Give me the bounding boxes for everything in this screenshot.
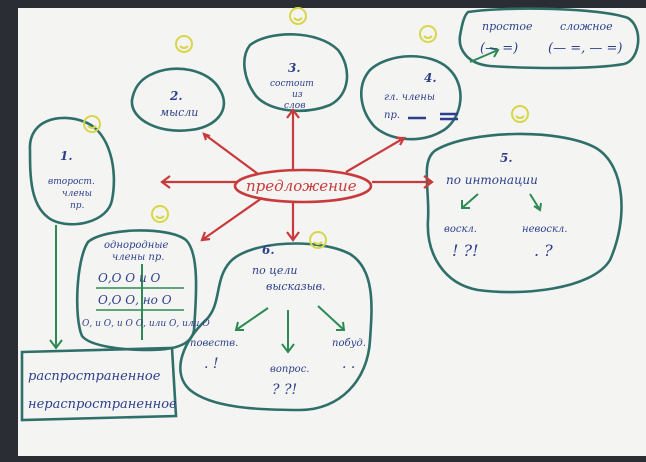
arrow-to-node-2	[202, 132, 259, 175]
node-6-branch-2: вопрос.	[270, 364, 309, 375]
types-mark-2: (— =, — =)	[548, 41, 622, 56]
arrow-n6-left	[234, 307, 269, 331]
smiley-icon	[511, 105, 529, 123]
smiley-icon	[289, 7, 307, 25]
node-5-number: 5.	[500, 151, 513, 165]
homo-row-2: О,О О, но О	[98, 293, 172, 307]
smiley-icon	[83, 115, 101, 133]
types-item-1: простое	[482, 20, 533, 33]
arrow-to-homo	[200, 197, 263, 242]
arrow-to-node-4	[345, 136, 406, 173]
node-1-line-3: пр.	[70, 201, 85, 211]
node-6-mark-1: . !	[204, 356, 219, 372]
center-label: предложение	[246, 177, 357, 195]
arrow-to-node-3	[286, 108, 300, 170]
types-mark-1: (— =)	[480, 41, 518, 56]
homo-row-1: О,О О и О	[98, 271, 161, 285]
node-2-number: 2.	[169, 89, 183, 103]
node-4-blob	[360, 54, 462, 141]
node-5-branch-1: воскл.	[444, 224, 477, 235]
arrow-n5-left	[461, 193, 479, 209]
spread-box	[20, 346, 178, 422]
types-blob	[458, 7, 640, 70]
arrow-n6-right	[317, 305, 346, 331]
node-5-branch-2: невоскл.	[522, 224, 567, 235]
node-2-text: мысли	[160, 106, 198, 119]
node-3-line-3: слов	[284, 101, 305, 111]
node-4-line-1: гл. члены	[384, 92, 435, 103]
homo-line-1-text: однородные	[104, 240, 168, 251]
node-2-blob	[130, 67, 226, 132]
node-6-blob	[179, 242, 373, 412]
arrow-n6-mid	[281, 310, 295, 354]
node-5-blob	[425, 132, 623, 294]
node-6-branch-3: побуд.	[332, 338, 366, 349]
arrow-to-node-5	[372, 175, 434, 189]
node-3-number: 3.	[288, 61, 301, 75]
smiley-icon	[309, 231, 327, 249]
smiley-icon	[151, 205, 169, 223]
arrow-n5-right	[529, 193, 542, 212]
node-3-blob	[243, 33, 349, 113]
node-6-branch-1: повеств.	[190, 338, 238, 349]
homo-blob	[75, 229, 198, 352]
node-6-mark-2: ? ?!	[272, 382, 297, 398]
spread-item-1: распространенное	[28, 369, 161, 384]
arrow-to-types	[469, 47, 500, 63]
center-oval	[233, 168, 373, 204]
node-6-mark-3: . .	[342, 356, 355, 372]
node-5-title: по интонации	[446, 173, 538, 187]
node-4-number: 4.	[424, 71, 437, 85]
types-item-2: сложное	[560, 20, 613, 33]
node-5-mark-1: ! ?!	[452, 241, 479, 260]
smiley-icon	[175, 35, 193, 53]
homo-row-3: О, и О, и О О, или О, или О	[82, 319, 210, 329]
spread-item-2: нераспространенное	[28, 397, 177, 412]
node-5-mark-2: . ?	[534, 241, 553, 260]
node-1-number: 1.	[60, 149, 73, 163]
homo-line-2-text: члены пр.	[112, 252, 164, 263]
node-4-line-2: пр.	[384, 110, 400, 121]
arrow-to-node-6	[286, 202, 300, 242]
node-6-line-2: высказыв.	[266, 280, 326, 293]
node-3-line-2: из	[292, 90, 303, 100]
node-1-blob	[28, 116, 116, 226]
node-1-line-2: члены	[62, 189, 92, 199]
node-6-line-1: по цели	[252, 264, 297, 277]
arrow-to-node-1	[160, 175, 238, 189]
node-1-line-1: второст.	[48, 177, 95, 187]
arrow-to-spread	[49, 225, 63, 350]
node-6-number: 6.	[262, 243, 275, 257]
node-3-line-1: состоит	[270, 79, 314, 89]
smiley-icon	[419, 25, 437, 43]
